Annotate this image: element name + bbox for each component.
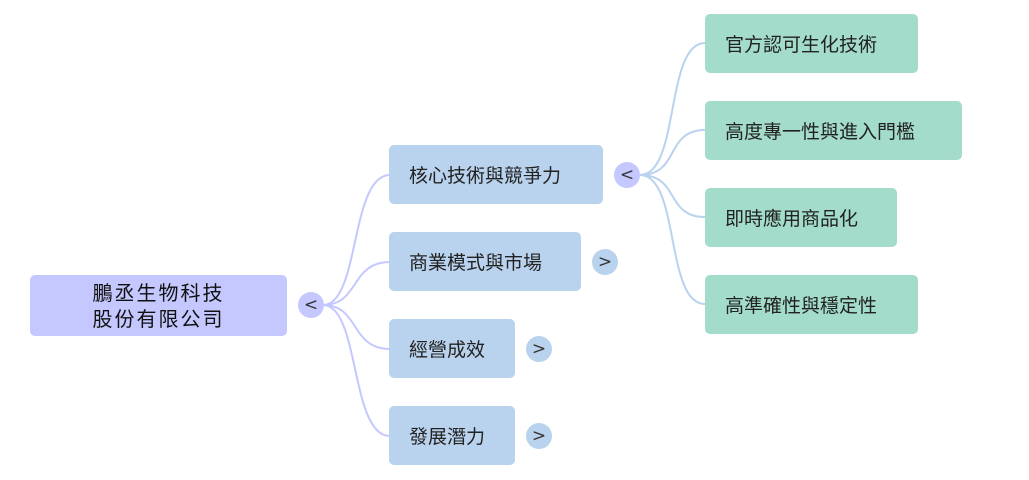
branch-node-potential[interactable]: 發展潛力 bbox=[389, 406, 515, 465]
branch-expand-toggle[interactable]: > bbox=[526, 423, 552, 449]
connector-branch-3 bbox=[322, 304, 391, 350]
connector-leaf-1 bbox=[639, 42, 706, 176]
leaf-label: 官方認可生化技術 bbox=[725, 34, 878, 56]
leaf-label: 高準確性與穩定性 bbox=[725, 295, 878, 317]
branch-label: 發展潛力 bbox=[409, 426, 486, 448]
branch-label: 商業模式與市場 bbox=[409, 252, 543, 274]
branch-collapse-toggle[interactable]: < bbox=[614, 162, 640, 188]
leaf-node[interactable]: 官方認可生化技術 bbox=[705, 14, 918, 73]
connector-branch-2 bbox=[322, 261, 391, 306]
root-title-line-1: 鵬丞生物科技 bbox=[92, 280, 225, 305]
branch-expand-toggle[interactable]: > bbox=[592, 249, 618, 275]
root-collapse-toggle[interactable]: < bbox=[298, 292, 324, 318]
leaf-node[interactable]: 高準確性與穩定性 bbox=[705, 275, 918, 334]
leaf-node[interactable]: 即時應用商品化 bbox=[705, 188, 897, 247]
connector-branch-4 bbox=[322, 304, 391, 437]
branch-node-operations[interactable]: 經營成效 bbox=[389, 319, 515, 378]
leaf-node[interactable]: 高度專一性與進入門檻 bbox=[705, 101, 962, 160]
branch-label: 經營成效 bbox=[409, 339, 486, 361]
connector-branch-1 bbox=[322, 174, 391, 306]
root-title-line-2: 股份有限公司 bbox=[92, 306, 225, 331]
root-node[interactable]: 鵬丞生物科技 股份有限公司 bbox=[30, 275, 287, 336]
branch-node-core-tech[interactable]: 核心技術與競爭力 bbox=[389, 145, 603, 204]
root-connectors bbox=[322, 174, 391, 437]
connector-leaf-3 bbox=[639, 174, 706, 218]
leaf-label: 即時應用商品化 bbox=[725, 208, 859, 230]
branch-connectors bbox=[639, 42, 706, 305]
connector-leaf-4 bbox=[639, 174, 706, 305]
leaf-label: 高度專一性與進入門檻 bbox=[725, 121, 916, 143]
branch-expand-toggle[interactable]: > bbox=[526, 336, 552, 362]
connector-leaf-2 bbox=[639, 129, 706, 176]
branch-node-business-model[interactable]: 商業模式與市場 bbox=[389, 232, 581, 291]
branch-label: 核心技術與競爭力 bbox=[409, 165, 562, 187]
